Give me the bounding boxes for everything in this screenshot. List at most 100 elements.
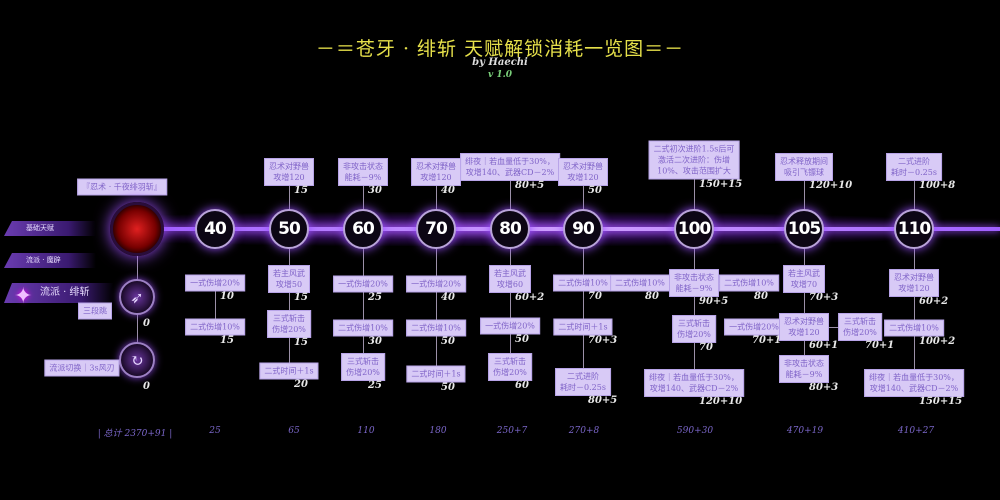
level-total: 250+7 (496, 426, 528, 436)
level-node[interactable]: 40 (195, 209, 235, 249)
tag-basic-talent[interactable]: 基础天赋 (4, 221, 96, 236)
talent-box[interactable]: 二式伤增10% (406, 319, 466, 337)
level-total: 180 (429, 426, 447, 436)
level-node[interactable]: 100 (674, 209, 714, 249)
level-total: 470+19 (786, 426, 824, 436)
level-total: 590+30 (676, 426, 714, 436)
talent-cost: 50 (588, 185, 602, 196)
talent-cost: 60+2 (919, 296, 949, 307)
talent-box[interactable]: 若主风武 攻增60 (489, 265, 531, 293)
level-node[interactable]: 70 (416, 209, 456, 249)
talent-box[interactable]: 一式伤增20% (480, 317, 540, 335)
talent-cost: 120+10 (809, 180, 853, 191)
talent-box[interactable]: 忍术对野兽 攻增120 (264, 158, 314, 186)
talent-cost: 25 (368, 291, 382, 303)
level-node[interactable]: 110 (894, 209, 934, 249)
page-title: －＝苍牙 · 绯斩 天赋解锁消耗一览图＝－ (315, 38, 685, 60)
level-total: 270+8 (568, 426, 600, 436)
talent-cost: 15 (294, 185, 308, 196)
talent-box[interactable]: 二式时间＋1s (406, 365, 466, 383)
sub-talent-cost: 0 (143, 381, 150, 392)
talent-box[interactable]: 二式伤增10% (333, 319, 393, 337)
talent-box[interactable]: 二式时间＋1s (553, 318, 613, 336)
talent-box[interactable]: 二式伤增10% (719, 274, 779, 292)
talent-box[interactable]: 一式伤增20% (185, 274, 245, 292)
talent-cost: 70+3 (588, 334, 618, 346)
talent-cost: 80 (645, 290, 659, 302)
level-node[interactable]: 90 (563, 209, 603, 249)
talent-cost: 15 (220, 334, 234, 346)
talent-cost: 70+1 (752, 334, 782, 346)
level-connector (363, 172, 364, 367)
talent-cost: 50 (515, 333, 529, 345)
level-total: 65 (288, 426, 300, 436)
talent-box[interactable]: 一式伤增20% (333, 275, 393, 293)
level-total: 25 (209, 426, 221, 436)
red-slash-icon[interactable] (110, 202, 164, 256)
talent-cost: 80+5 (588, 395, 618, 406)
author-credit: by Haechi (472, 57, 528, 68)
skill-name: 『忍术 · 千夜绯羽斩』 (77, 178, 167, 196)
talent-cost: 80+3 (809, 382, 839, 393)
talent-box[interactable]: 一式伤增20% (724, 318, 784, 336)
talent-box[interactable]: 二式伤增10% (185, 318, 245, 336)
tag-school-mopi[interactable]: 流派 · 魔辟 (4, 253, 96, 268)
talent-box[interactable]: 绯夜｜若血量低于30%， 攻增140、武器CD－2% (644, 369, 744, 397)
talent-cost: 100+8 (919, 180, 956, 191)
switch-icon[interactable]: ↻ (119, 342, 155, 378)
talent-cost: 120+10 (699, 396, 743, 407)
star-icon: ✦ (14, 284, 33, 309)
level-total: 410+27 (897, 426, 935, 436)
talent-box[interactable]: 二式伤增10% (610, 274, 670, 292)
talent-box[interactable]: 忍术释放期间 吸引飞镖球 (775, 153, 833, 181)
talent-cost: 25 (368, 380, 382, 391)
talent-box[interactable]: 三式斩击 伤增20% (341, 353, 385, 381)
talent-box[interactable]: 绯夜｜若血量低于30%， 攻增140、武器CD－2% (460, 153, 560, 181)
level-connector (215, 283, 216, 327)
talent-cost: 40 (441, 185, 455, 196)
level-node[interactable]: 105 (784, 209, 824, 249)
talent-box[interactable]: 若主风武 攻增50 (268, 265, 310, 293)
level-node[interactable]: 80 (490, 209, 530, 249)
talent-box[interactable]: 二式伤增10% (884, 319, 944, 337)
talent-cost: 15 (294, 337, 308, 348)
talent-cost: 150+15 (699, 178, 743, 190)
level-node[interactable]: 50 (269, 209, 309, 249)
tag-school-feizhan[interactable]: 流派 · 绯斩 (4, 283, 114, 303)
talent-box[interactable]: 非攻击状态 能耗－9% (338, 158, 388, 186)
talent-cost: 70+3 (809, 292, 839, 303)
talent-box[interactable]: 二式时间＋1s (259, 362, 319, 380)
talent-box[interactable]: 非攻击状态 能耗－9% (669, 269, 719, 297)
talent-cost: 60 (515, 380, 529, 391)
talent-box[interactable]: 非攻击状态 能耗－9% (779, 355, 829, 383)
talent-cost: 80 (754, 290, 768, 302)
talent-box[interactable]: 忍术对野兽 攻增120 (558, 158, 608, 186)
talent-box[interactable]: 二式伤增10% (553, 274, 613, 292)
talent-box[interactable]: 二式进阶 耗时－0.25s (555, 368, 611, 396)
talent-box[interactable]: 三式斩击 伤增20% (488, 353, 532, 381)
total-overall: | 总计 2370+91 | (97, 429, 173, 439)
sub-talent-label: 流派切换｜3s风刃 (44, 359, 120, 377)
talent-box[interactable]: 忍术对野兽 攻增120 (779, 313, 829, 341)
talent-box[interactable]: 绯夜｜若血量低于30%， 攻增140、武器CD－2% (864, 369, 964, 397)
talent-box[interactable]: 三式斩击 伤增20% (838, 313, 882, 341)
talent-cost: 30 (368, 185, 382, 196)
talent-cost: 60+2 (515, 292, 545, 303)
sub-talent-cost: 0 (143, 318, 150, 329)
talent-box[interactable]: 忍术对野兽 攻增120 (411, 158, 461, 186)
talent-box[interactable]: 三式斩击 伤增20% (672, 315, 716, 343)
level-connector (436, 172, 437, 374)
level-total: 110 (357, 426, 375, 436)
jump-icon[interactable]: ➶ (119, 279, 155, 315)
talent-cost: 80+5 (515, 180, 545, 191)
talent-box[interactable]: 二式初次进阶1.5s后可 激活二次进阶：伤增 10%、攻击范围扩大 (648, 140, 740, 180)
level-node[interactable]: 60 (343, 209, 383, 249)
talent-box[interactable]: 一式伤增20% (406, 275, 466, 293)
talent-cost: 70 (699, 342, 713, 353)
talent-cost: 50 (441, 381, 455, 393)
talent-box[interactable]: 三式斩击 伤增20% (267, 310, 311, 338)
talent-box[interactable]: 忍术对野兽 攻增120 (889, 269, 939, 297)
talent-box[interactable]: 二式进阶 耗时－0.25s (886, 153, 942, 181)
talent-box[interactable]: 若主风武 攻增70 (783, 265, 825, 293)
talent-cost: 150+15 (919, 396, 963, 407)
